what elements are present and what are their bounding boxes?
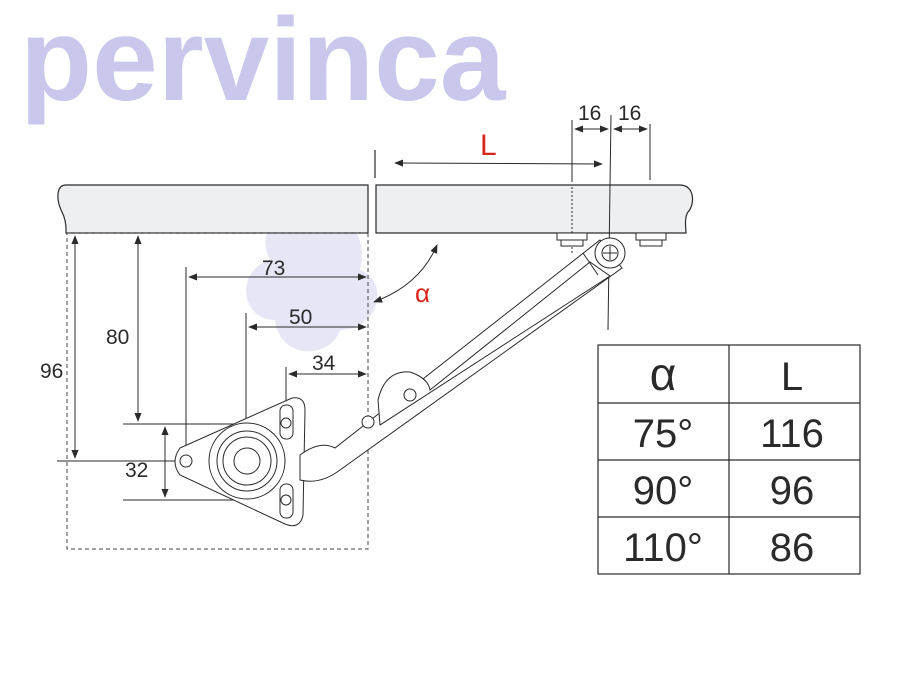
alpha-label: α — [415, 278, 430, 308]
hinge-base — [174, 397, 306, 527]
cabinet-outline — [66, 232, 369, 550]
alpha-L-table: α L 75° 116 90° 96 110° 86 — [597, 344, 861, 575]
dim-96-label: 96 — [40, 360, 63, 383]
left-board — [57, 184, 369, 234]
table-cell: 110° — [623, 526, 703, 570]
table-cell: 116 — [760, 412, 824, 456]
dim-32-label: 32 — [125, 459, 148, 482]
dim-34-label: 34 — [312, 352, 336, 375]
table-cell: 86 — [770, 526, 815, 570]
table-cell: 90° — [633, 469, 694, 513]
table-header-L: L — [781, 355, 803, 399]
dim-50-label: 50 — [289, 306, 312, 329]
right-board — [375, 184, 694, 234]
watermark-text: pervinca — [20, 0, 507, 126]
hinge-arm — [299, 232, 667, 482]
dim-16a-label: 16 — [578, 102, 601, 125]
table-cell: 96 — [770, 469, 815, 513]
dim-80-label: 80 — [106, 326, 129, 349]
L-label: L — [480, 129, 497, 162]
dim-16b-label: 16 — [618, 102, 641, 125]
table-cell: 75° — [633, 412, 694, 456]
watermark-logo: pervinca — [20, 0, 507, 352]
table-header-alpha: α — [650, 348, 677, 400]
dim-73-label: 73 — [262, 257, 285, 280]
